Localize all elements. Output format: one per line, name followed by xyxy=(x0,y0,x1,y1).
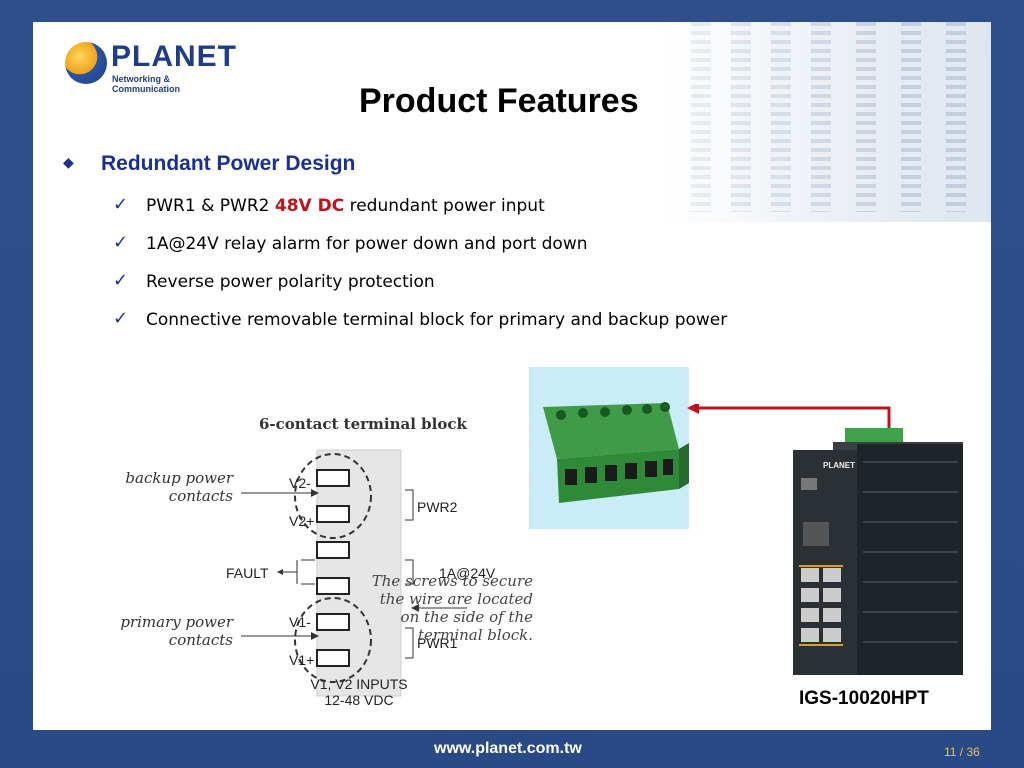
footer-url: www.planet.com.tw xyxy=(434,740,582,757)
diagram-heading: 6-contact terminal block xyxy=(259,415,467,433)
inputs-label: 12-48 VDC xyxy=(324,692,393,708)
terminal-block-outline xyxy=(316,449,402,697)
terminal-block-diagram: 6-contact terminal block backup power co… xyxy=(120,415,533,708)
label-v2-plus: V2+ xyxy=(289,513,314,529)
label-v1-plus: V1+ xyxy=(289,652,314,668)
page-number: 11 / 36 xyxy=(944,745,980,759)
inputs-label: V1, V2 INPUTS xyxy=(310,676,407,692)
primary-label: contacts xyxy=(169,631,233,649)
switch-brand-label: PLANET xyxy=(823,461,855,470)
server-rack-background xyxy=(661,22,991,222)
label-pwr1: PWR1 xyxy=(417,635,458,651)
label-v1-minus: V1- xyxy=(289,614,311,630)
planet-logo: PLANET Networking & Communication xyxy=(65,40,237,94)
sub-bullet-text: Connective removable terminal block for … xyxy=(146,310,728,330)
contact-v2-minus xyxy=(316,469,350,487)
sub-bullet-text: 1A@24V relay alarm for power down and po… xyxy=(146,234,588,254)
screw-note: on the side of the xyxy=(401,608,533,626)
backup-label: backup power xyxy=(125,469,233,487)
screw-note: The screws to secure xyxy=(372,572,533,590)
checkmark-icon: ✓ xyxy=(113,232,129,253)
slide-title: Product Features xyxy=(359,82,639,120)
label-fault: FAULT xyxy=(226,565,269,581)
model-caption: IGS-10020HPT xyxy=(799,688,929,709)
logo-tagline: Networking & Communication xyxy=(112,74,181,94)
backup-label: contacts xyxy=(169,487,233,505)
contact-fault-1 xyxy=(316,541,350,559)
label-relay: 1A@24V xyxy=(439,565,496,581)
primary-contacts-circle xyxy=(294,597,372,683)
primary-label: primary power xyxy=(120,613,233,631)
logo-name: PLANET xyxy=(111,40,237,73)
sub-bullet-text: Reverse power polarity protection xyxy=(146,272,435,292)
contact-fault-2 xyxy=(316,577,350,595)
terminal-block-photo xyxy=(529,367,689,529)
diamond-bullet-icon: ◆ xyxy=(63,155,74,171)
screw-note: terminal block. xyxy=(418,626,533,644)
terminal-contacts xyxy=(316,469,350,667)
checkmark-icon: ✓ xyxy=(113,270,129,291)
switch-picture: PLANET xyxy=(793,428,963,675)
contact-v1-minus xyxy=(316,613,350,631)
globe-icon xyxy=(65,42,107,84)
contact-v2-plus xyxy=(316,505,350,523)
contact-v1-plus xyxy=(316,649,350,667)
sub-bullet-text: PWR1 & PWR2 xyxy=(146,196,275,216)
industrial-switch-photo: PLANET xyxy=(793,422,968,677)
checkmark-icon: ✓ xyxy=(113,308,129,329)
label-v2-minus: V2- xyxy=(289,475,311,491)
highlight-text: 48V DC xyxy=(274,196,345,216)
checkmark-icon: ✓ xyxy=(113,194,129,215)
label-pwr2: PWR2 xyxy=(417,499,458,515)
main-bullet-text: Redundant Power Design xyxy=(101,152,356,175)
slide-canvas: PLANET Networking & Communication Produc… xyxy=(33,22,991,730)
sub-bullet-text: redundant power input xyxy=(344,196,545,216)
screw-note: the wire are located xyxy=(380,590,533,608)
terminal-block-picture xyxy=(543,402,689,503)
backup-contacts-circle xyxy=(294,453,372,539)
